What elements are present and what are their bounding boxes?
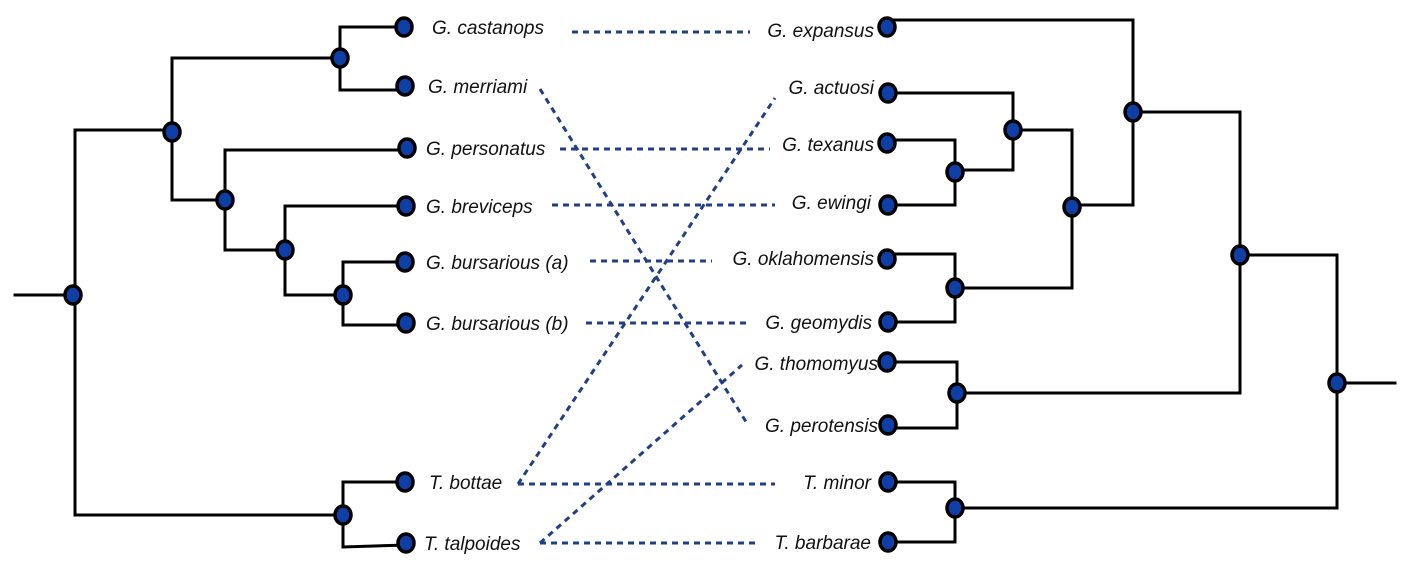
leaf-label: G. personatus [426, 139, 546, 160]
association-lines [516, 30, 777, 545]
internal-node [1003, 119, 1023, 141]
leaf-node [396, 532, 416, 554]
tree-branch [953, 128, 1015, 172]
tree-branch [341, 543, 408, 549]
tree-branches [13, 18, 1397, 549]
leaf-label: G. expansus [767, 21, 874, 42]
leaf-label: G. thomomyus [754, 354, 878, 375]
leaf-node [395, 75, 415, 97]
leaf-node [878, 82, 898, 104]
leaf-label: T. barbarae [775, 533, 871, 554]
association-line [538, 88, 750, 426]
association-line [539, 363, 743, 545]
internal-node [1327, 372, 1347, 394]
internal-node [215, 189, 235, 211]
internal-node [333, 284, 353, 306]
leaf-label: G. oklahomensis [732, 249, 874, 270]
leaf-node [394, 16, 414, 38]
leaf-node [878, 471, 898, 493]
leaf-label: G. perotensis [765, 416, 878, 437]
leaf-label: G. castanops [432, 18, 544, 39]
leaf-label: G. ewingi [792, 193, 872, 214]
tree-branch [886, 91, 1015, 132]
leaf-label: G. breviceps [426, 197, 533, 218]
tree-nodes [63, 16, 1347, 554]
internal-node [947, 382, 967, 404]
leaf-node [877, 351, 897, 373]
tree-branch [885, 18, 1135, 114]
tree-branch [886, 168, 957, 207]
leaf-label: G. actuosi [788, 78, 874, 99]
leaf-label: T. talpoides [424, 534, 521, 555]
tree-branch [1070, 110, 1135, 207]
leaf-label: G. bursarious (a) [426, 253, 569, 274]
internal-node [330, 47, 350, 69]
leaf-node [395, 251, 415, 273]
internal-node [275, 239, 295, 261]
tree-branch [955, 253, 1242, 395]
leaf-node [397, 137, 417, 159]
tree-branch [1011, 128, 1074, 290]
leaf-label: T. bottae [429, 473, 502, 494]
internal-node [1230, 244, 1250, 266]
internal-node [945, 277, 965, 299]
internal-node [945, 497, 965, 519]
internal-node [333, 504, 353, 526]
leaf-node [878, 194, 898, 216]
leaf-node [878, 531, 898, 553]
leaf-label: G. bursarious (b) [426, 314, 569, 335]
leaf-labels: G. castanops G. merriami G. personatus G. b… [424, 18, 878, 555]
tree-branch [886, 480, 957, 544]
leaf-label: G. texanus [782, 135, 874, 156]
leaf-node [877, 16, 897, 38]
internal-node [1123, 101, 1143, 123]
leaf-node [877, 248, 897, 270]
leaf-label: G. merriami [428, 77, 528, 98]
tree-branch [885, 360, 959, 430]
association-line [516, 97, 777, 485]
tree-branch [885, 252, 957, 324]
internal-node [1062, 196, 1082, 218]
leaf-node [396, 195, 416, 217]
leaf-node [395, 471, 415, 493]
leaf-node [877, 132, 897, 154]
internal-node [945, 161, 965, 183]
leaf-label: T. minor [803, 473, 872, 494]
internal-node [63, 284, 83, 306]
internal-node [162, 121, 182, 143]
leaf-label: G. geomydis [765, 313, 872, 334]
tree-branch [953, 381, 1339, 510]
leaf-node [878, 311, 898, 333]
leaf-node [396, 312, 416, 334]
tree-branch [1131, 110, 1242, 257]
tree-branch [885, 138, 957, 172]
tree-branch [1238, 253, 1339, 385]
leaf-node [878, 414, 898, 436]
